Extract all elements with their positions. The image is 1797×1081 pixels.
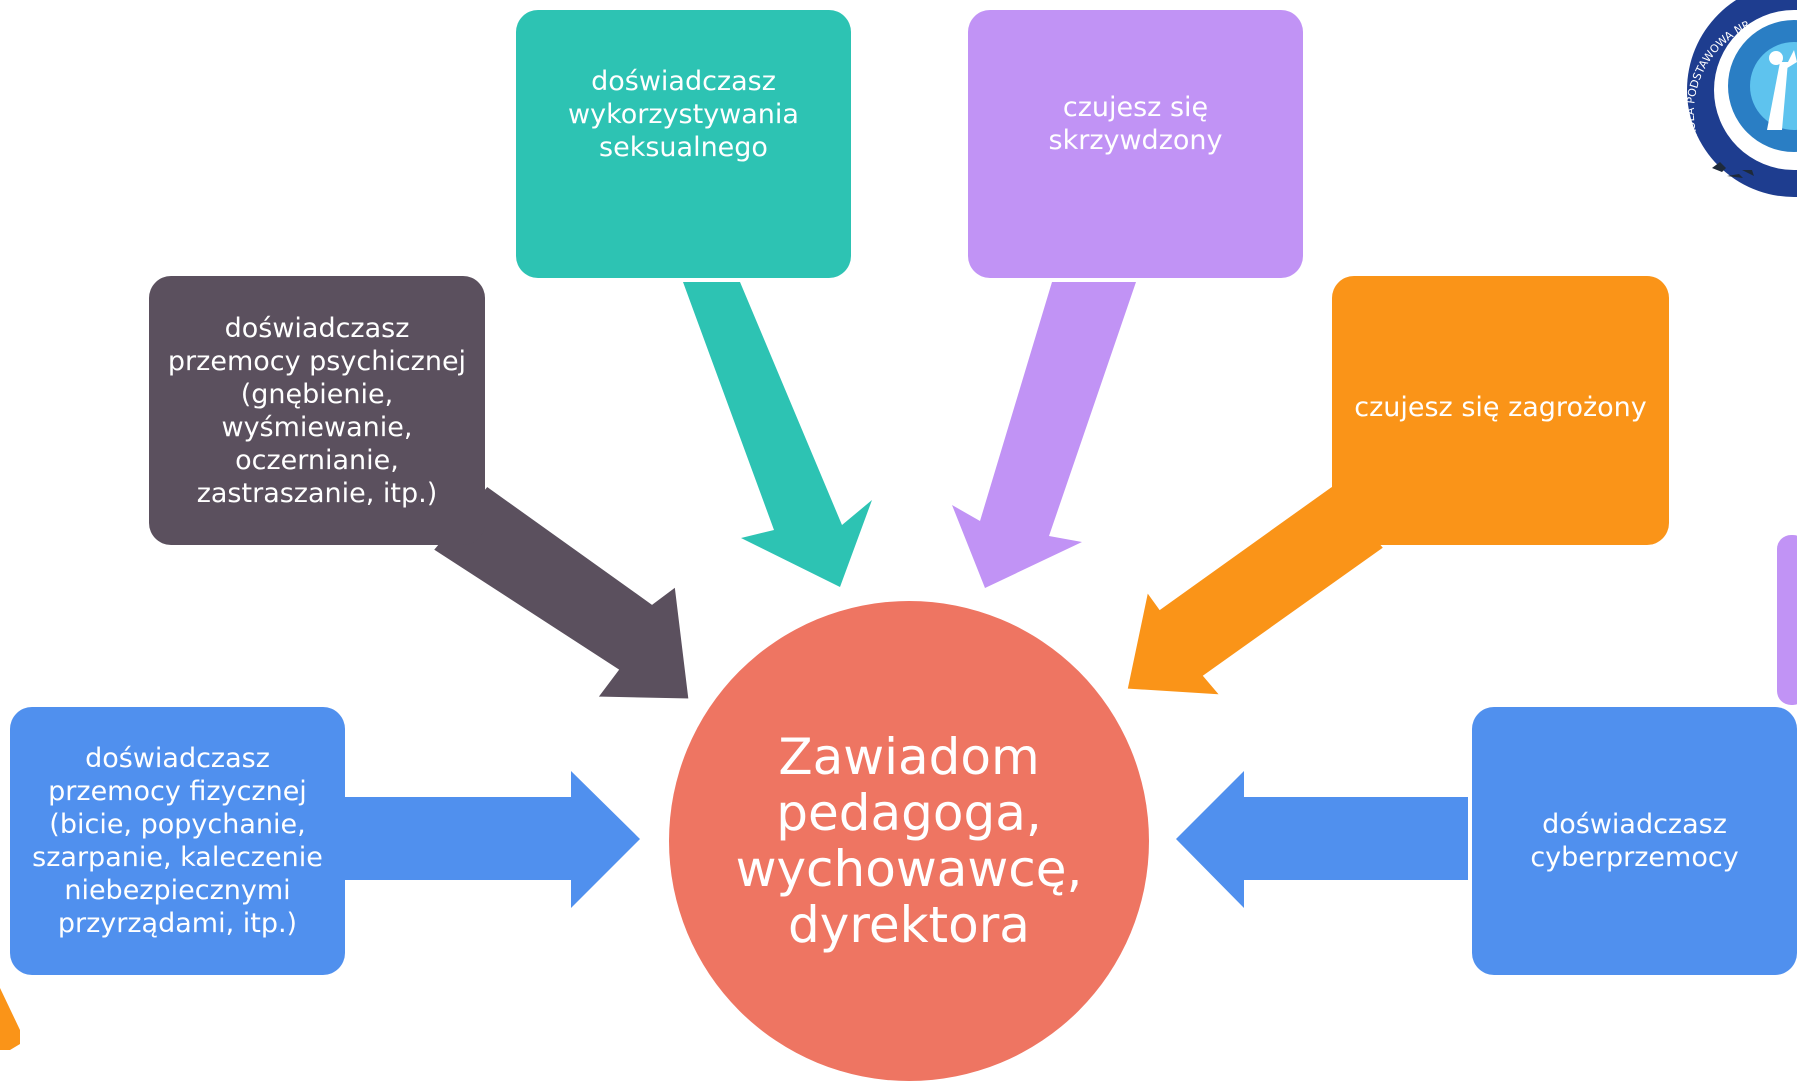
arrow-threatened — [1124, 482, 1388, 698]
feel-hurt-text: czujesz się skrzywdzony — [1048, 92, 1223, 156]
feel-hurt-box: czujesz się skrzywdzony — [968, 10, 1303, 278]
psychological-violence-box: doświadczasz przemocy psychicznej (gnębi… — [149, 276, 485, 545]
physical-violence-box: doświadczasz przemocy fizycznej (bicie, … — [10, 707, 345, 975]
partial-purple-box-edge — [1777, 535, 1797, 705]
arrow-cyber — [1176, 771, 1468, 908]
feel-threatened-box: czujesz się zagrożony — [1332, 276, 1669, 545]
school-logo: SZKOŁA PODSTAWOWA NR — [1684, 0, 1797, 197]
psychological-violence-text: doświadczasz przemocy psychicznej (gnębi… — [167, 312, 467, 509]
physical-violence-text: doświadczasz przemocy fizycznej (bicie, … — [32, 743, 323, 939]
arrow-psychological — [429, 482, 692, 702]
feel-threatened-text: czujesz się zagrożony — [1354, 392, 1647, 423]
cyber-violence-text: doświadczasz cyberprzemocy — [1530, 809, 1739, 873]
arrow-physical — [345, 771, 640, 908]
arrow-hurt — [952, 282, 1136, 588]
notify-staff-circle: Zawiadom pedagoga, wychowawcę, dyrektora — [669, 601, 1149, 1081]
arrow-sexual — [683, 282, 872, 587]
cyber-violence-box: doświadczasz cyberprzemocy — [1472, 707, 1797, 975]
sexual-abuse-text: doświadczasz wykorzystywania seksualnego — [568, 65, 799, 163]
sexual-abuse-box: doświadczasz wykorzystywania seksualnego — [516, 10, 851, 278]
partial-orange-arrow-edge — [0, 988, 20, 1050]
notify-staff-text: Zawiadom pedagoga, wychowawcę, dyrektora — [735, 728, 1083, 954]
